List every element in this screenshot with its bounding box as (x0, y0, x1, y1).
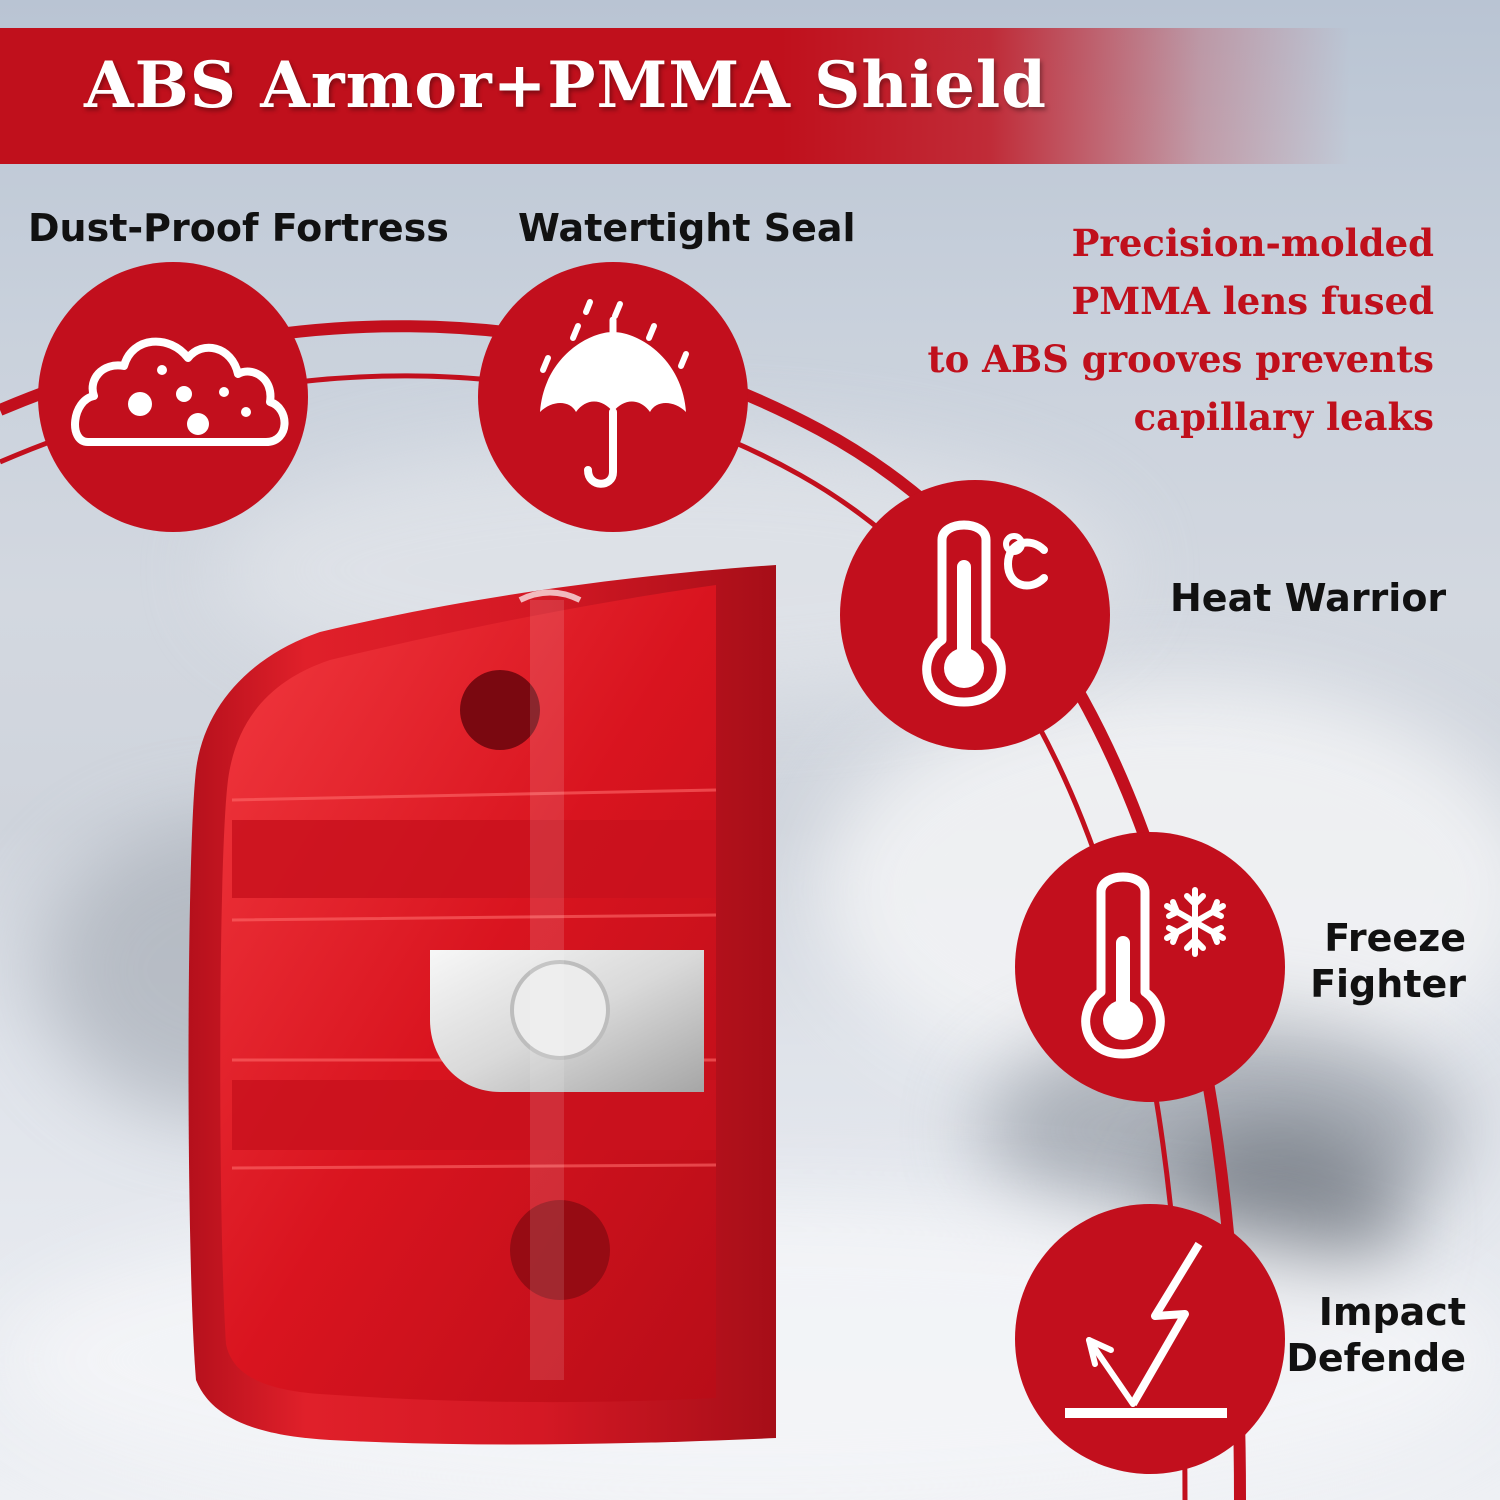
badge-impact (1015, 1204, 1285, 1474)
description-line-1: Precision-molded (1071, 221, 1434, 265)
feature-label-watertight: Watertight Seal (518, 206, 856, 250)
umbrella-rain-icon (540, 299, 689, 488)
badge-freeze (1015, 832, 1285, 1102)
description-text: Precision-molded PMMA lens fused to ABS … (814, 214, 1434, 446)
feature-label-dust-proof: Dust-Proof Fortress (28, 206, 449, 250)
dust-cloud-icon (71, 337, 289, 446)
feature-label-impact: Impact Defende (1286, 1290, 1466, 1381)
badge-watertight (478, 262, 748, 532)
badge-heat (840, 480, 1110, 750)
feature-label-heat: Heat Warrior (1170, 576, 1447, 620)
thermometer-celsius-icon (922, 520, 1048, 707)
feature-label-impact-line1: Impact (1318, 1290, 1466, 1334)
description-line-3: to ABS grooves prevents (927, 337, 1434, 381)
feature-label-freeze: Freeze Fighter (1310, 916, 1466, 1007)
impact-bolt-icon (1065, 1241, 1227, 1418)
feature-label-freeze-line1: Freeze (1324, 916, 1466, 960)
thermometer-snowflake-icon (1081, 872, 1226, 1059)
feature-label-freeze-line2: Fighter (1310, 961, 1466, 1006)
feature-label-impact-line2: Defende (1286, 1335, 1466, 1380)
badge-dust-proof (38, 262, 308, 532)
description-line-4: capillary leaks (1133, 395, 1434, 439)
header-banner (0, 28, 1500, 164)
banner-title: ABS Armor+PMMA Shield (84, 48, 1047, 123)
description-line-2: PMMA lens fused (1071, 279, 1434, 323)
